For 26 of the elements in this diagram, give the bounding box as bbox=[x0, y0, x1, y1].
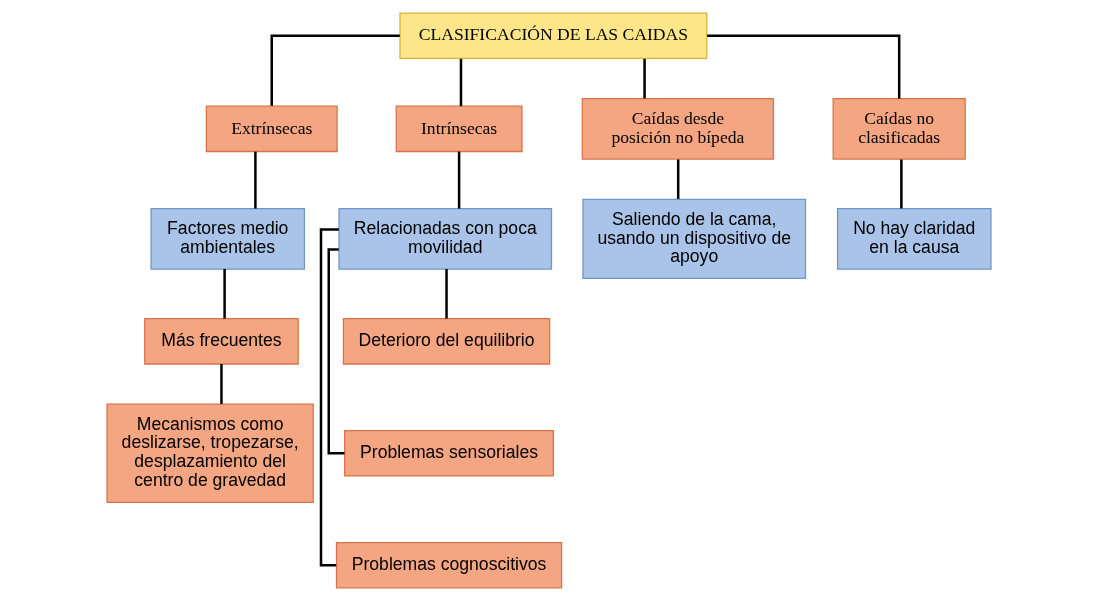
connector bbox=[707, 34, 901, 99]
connector bbox=[457, 151, 461, 209]
node-box: Problemas sensoriales bbox=[344, 430, 555, 477]
connector bbox=[254, 151, 257, 209]
node-box: Extrínsecas bbox=[205, 105, 338, 153]
connector bbox=[270, 34, 400, 106]
node-box: Caídas desde posición no bípeda bbox=[581, 98, 775, 160]
connector bbox=[327, 248, 345, 455]
connector bbox=[900, 159, 903, 209]
node-box: Caídas no clasificadas bbox=[832, 98, 966, 160]
node-box: Relacionadas con poca movilidad bbox=[338, 208, 553, 270]
connector bbox=[459, 58, 463, 107]
node-box: Deterioro del equilibrio bbox=[342, 318, 551, 365]
connector bbox=[676, 159, 680, 199]
node-box: Saliendo de la cama, usando un dispositivo de apoyo bbox=[582, 198, 807, 280]
node-box: Problemas cognoscitivos bbox=[335, 541, 563, 589]
node-box: Más frecuentes bbox=[144, 318, 299, 365]
node-box: Intrínsecas bbox=[395, 105, 523, 153]
connector bbox=[643, 58, 646, 99]
node-box: CLASIFICACIÓN DE LAS CAIDAS bbox=[399, 12, 708, 60]
connector bbox=[445, 269, 448, 319]
connector bbox=[223, 269, 226, 319]
node-box: No hay claridad en la causa bbox=[836, 208, 992, 270]
node-box: Factores medio ambientales bbox=[150, 208, 306, 270]
connector bbox=[220, 364, 223, 404]
node-box: Mecanismos como deslizarse, tropezarse, desplazamiento del centro de gravedad bbox=[106, 403, 314, 503]
